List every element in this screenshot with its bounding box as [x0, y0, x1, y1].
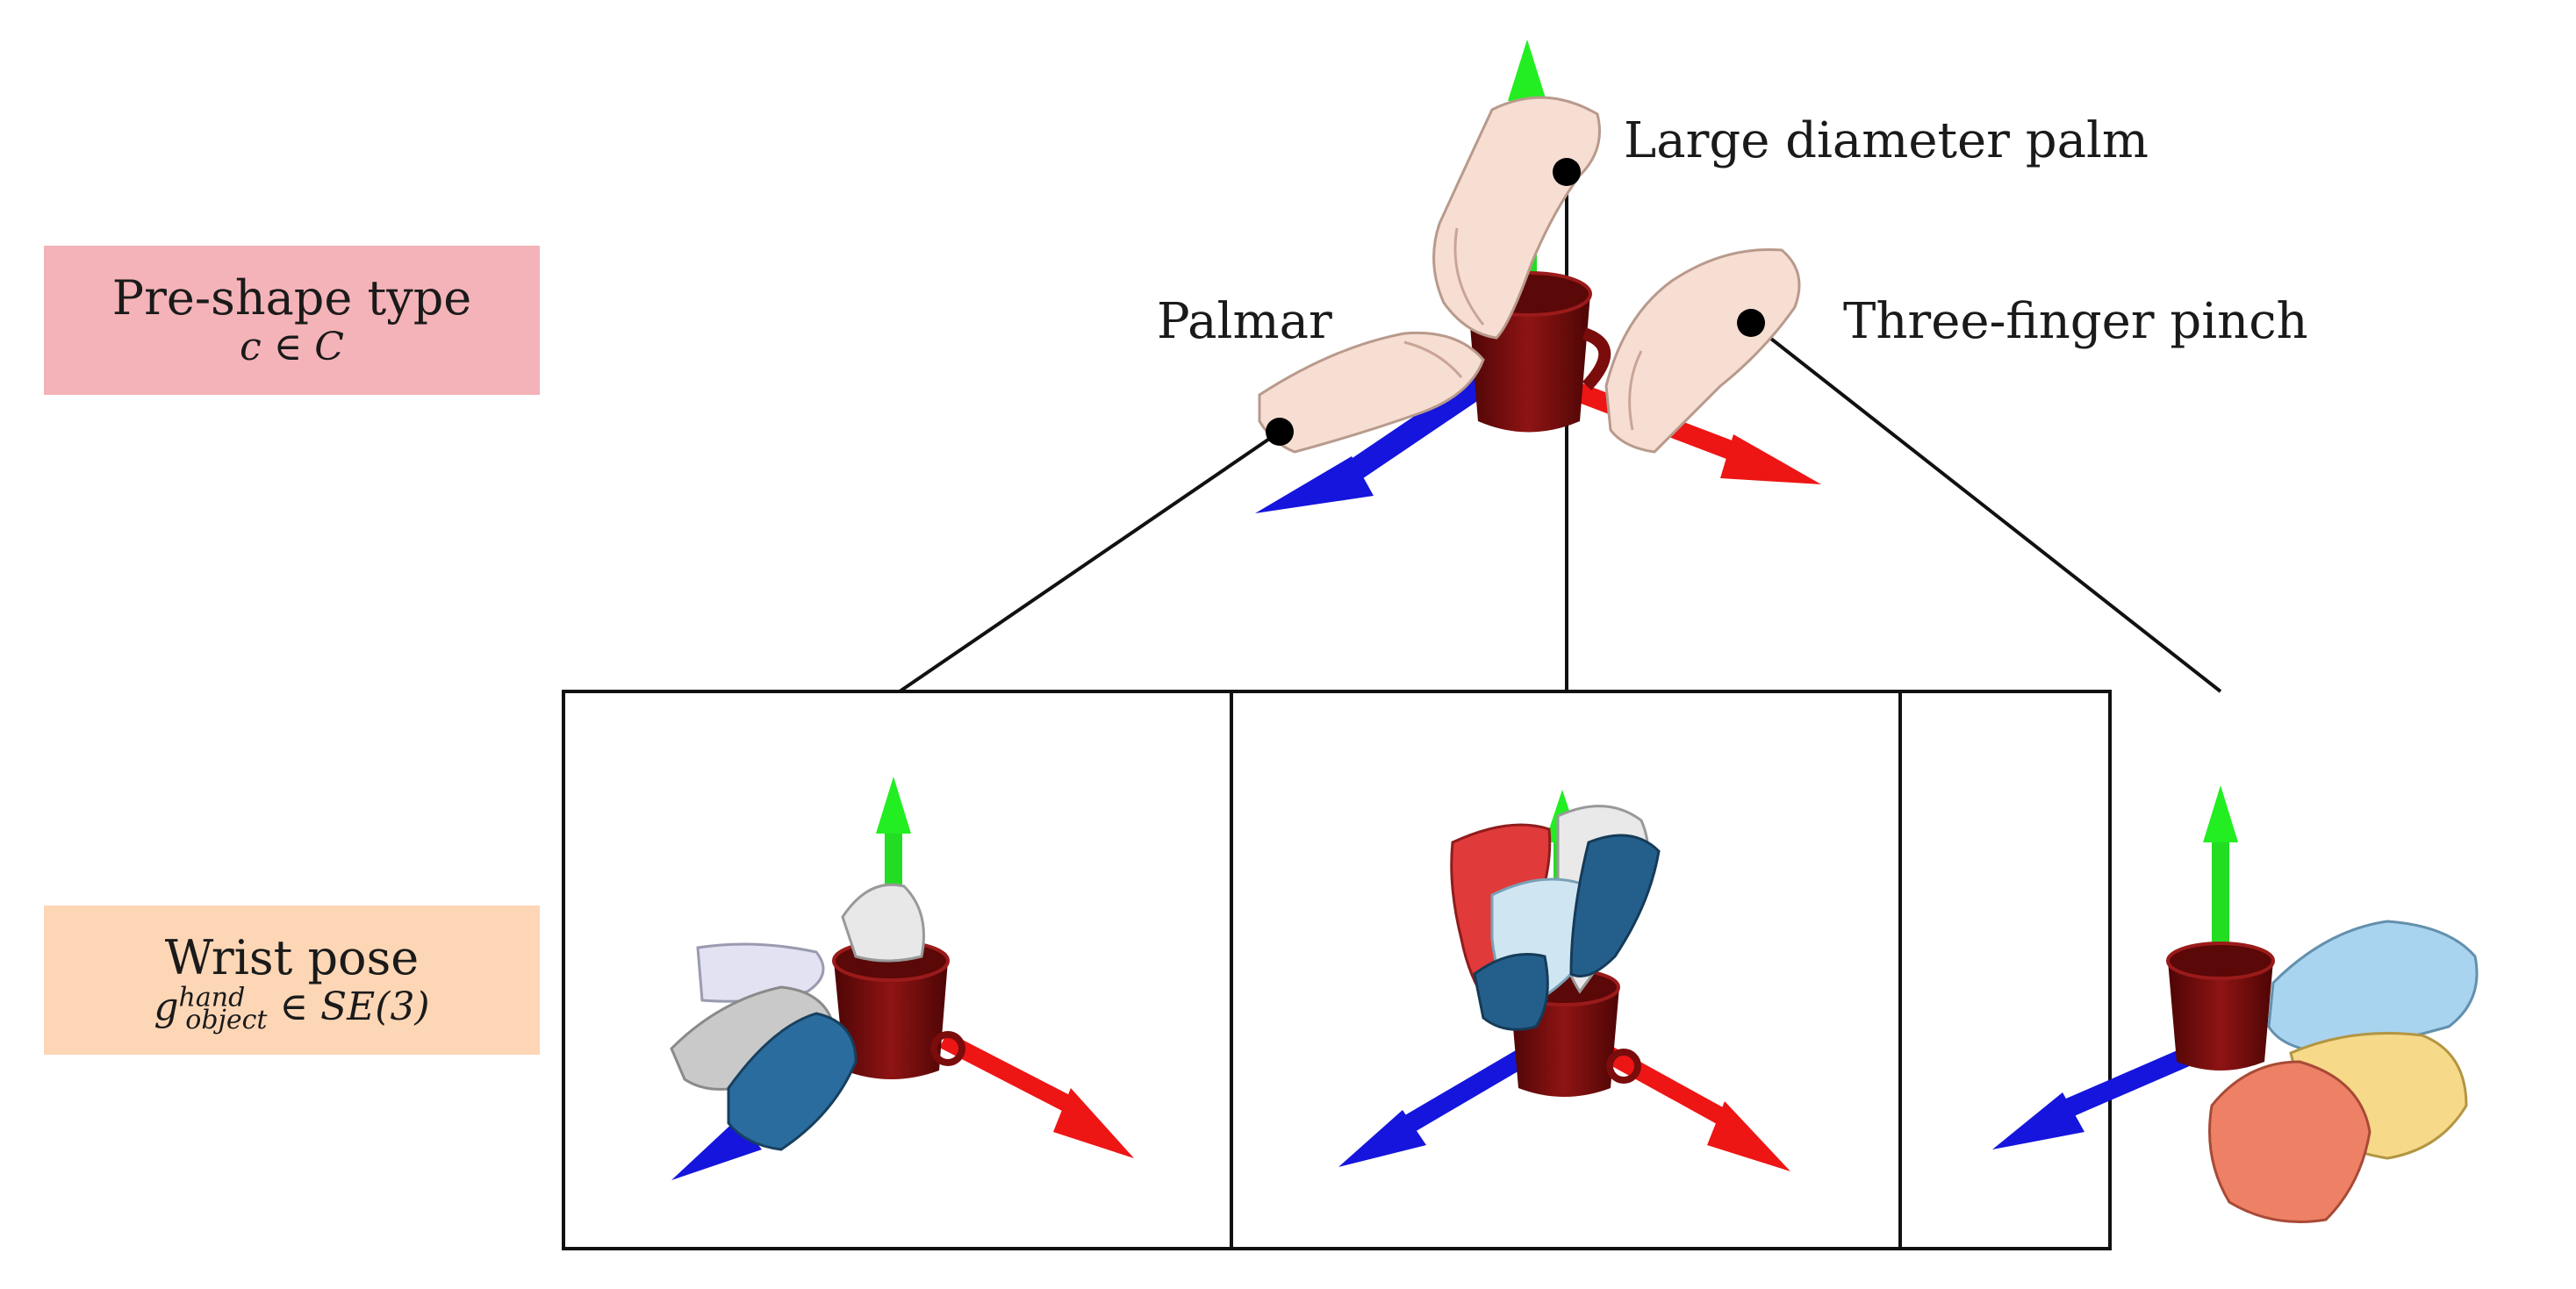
hand-icon	[1258, 331, 1485, 454]
wrist-math-sup: hand	[178, 982, 246, 1013]
label-three-finger-pinch: Three-finger pinch	[1843, 293, 2308, 350]
wrist-title: Wrist pose	[164, 929, 420, 985]
wrist-math-sub: object	[185, 1004, 268, 1035]
panel-frames	[562, 690, 2112, 1250]
callout-dot	[1737, 309, 1765, 337]
wrist-math-base: g	[154, 984, 179, 1029]
wrist-box	[44, 906, 540, 1055]
label-large-diameter-palm: Large diameter palm	[1624, 112, 2149, 169]
panel-palmar-scene	[670, 777, 1134, 1180]
wrist-math: ghandobject ∈ SE(3)	[154, 982, 430, 1033]
hand-icon	[1604, 247, 1801, 454]
top-cluster	[1255, 39, 1821, 513]
callout-dot	[1553, 158, 1581, 186]
preshape-title: Pre-shape type	[111, 269, 472, 326]
panel-large-diameter-scene	[1338, 790, 1790, 1171]
preshape-label: Pre-shape type c ∈ C	[44, 246, 540, 395]
callout-dot	[1266, 418, 1294, 446]
connector-lines	[898, 172, 2222, 693]
panel-three-finger-scene	[1992, 785, 2479, 1223]
wrist-label: Wrist pose ghandobject ∈ SE(3)	[44, 906, 540, 1055]
wrist-math-rest: ∈ SE(3)	[267, 984, 430, 1029]
hand-icon	[1432, 96, 1601, 340]
preshape-math: c ∈ C	[240, 324, 344, 369]
preshape-box	[44, 246, 540, 395]
label-palmar: Palmar	[1157, 293, 1332, 350]
